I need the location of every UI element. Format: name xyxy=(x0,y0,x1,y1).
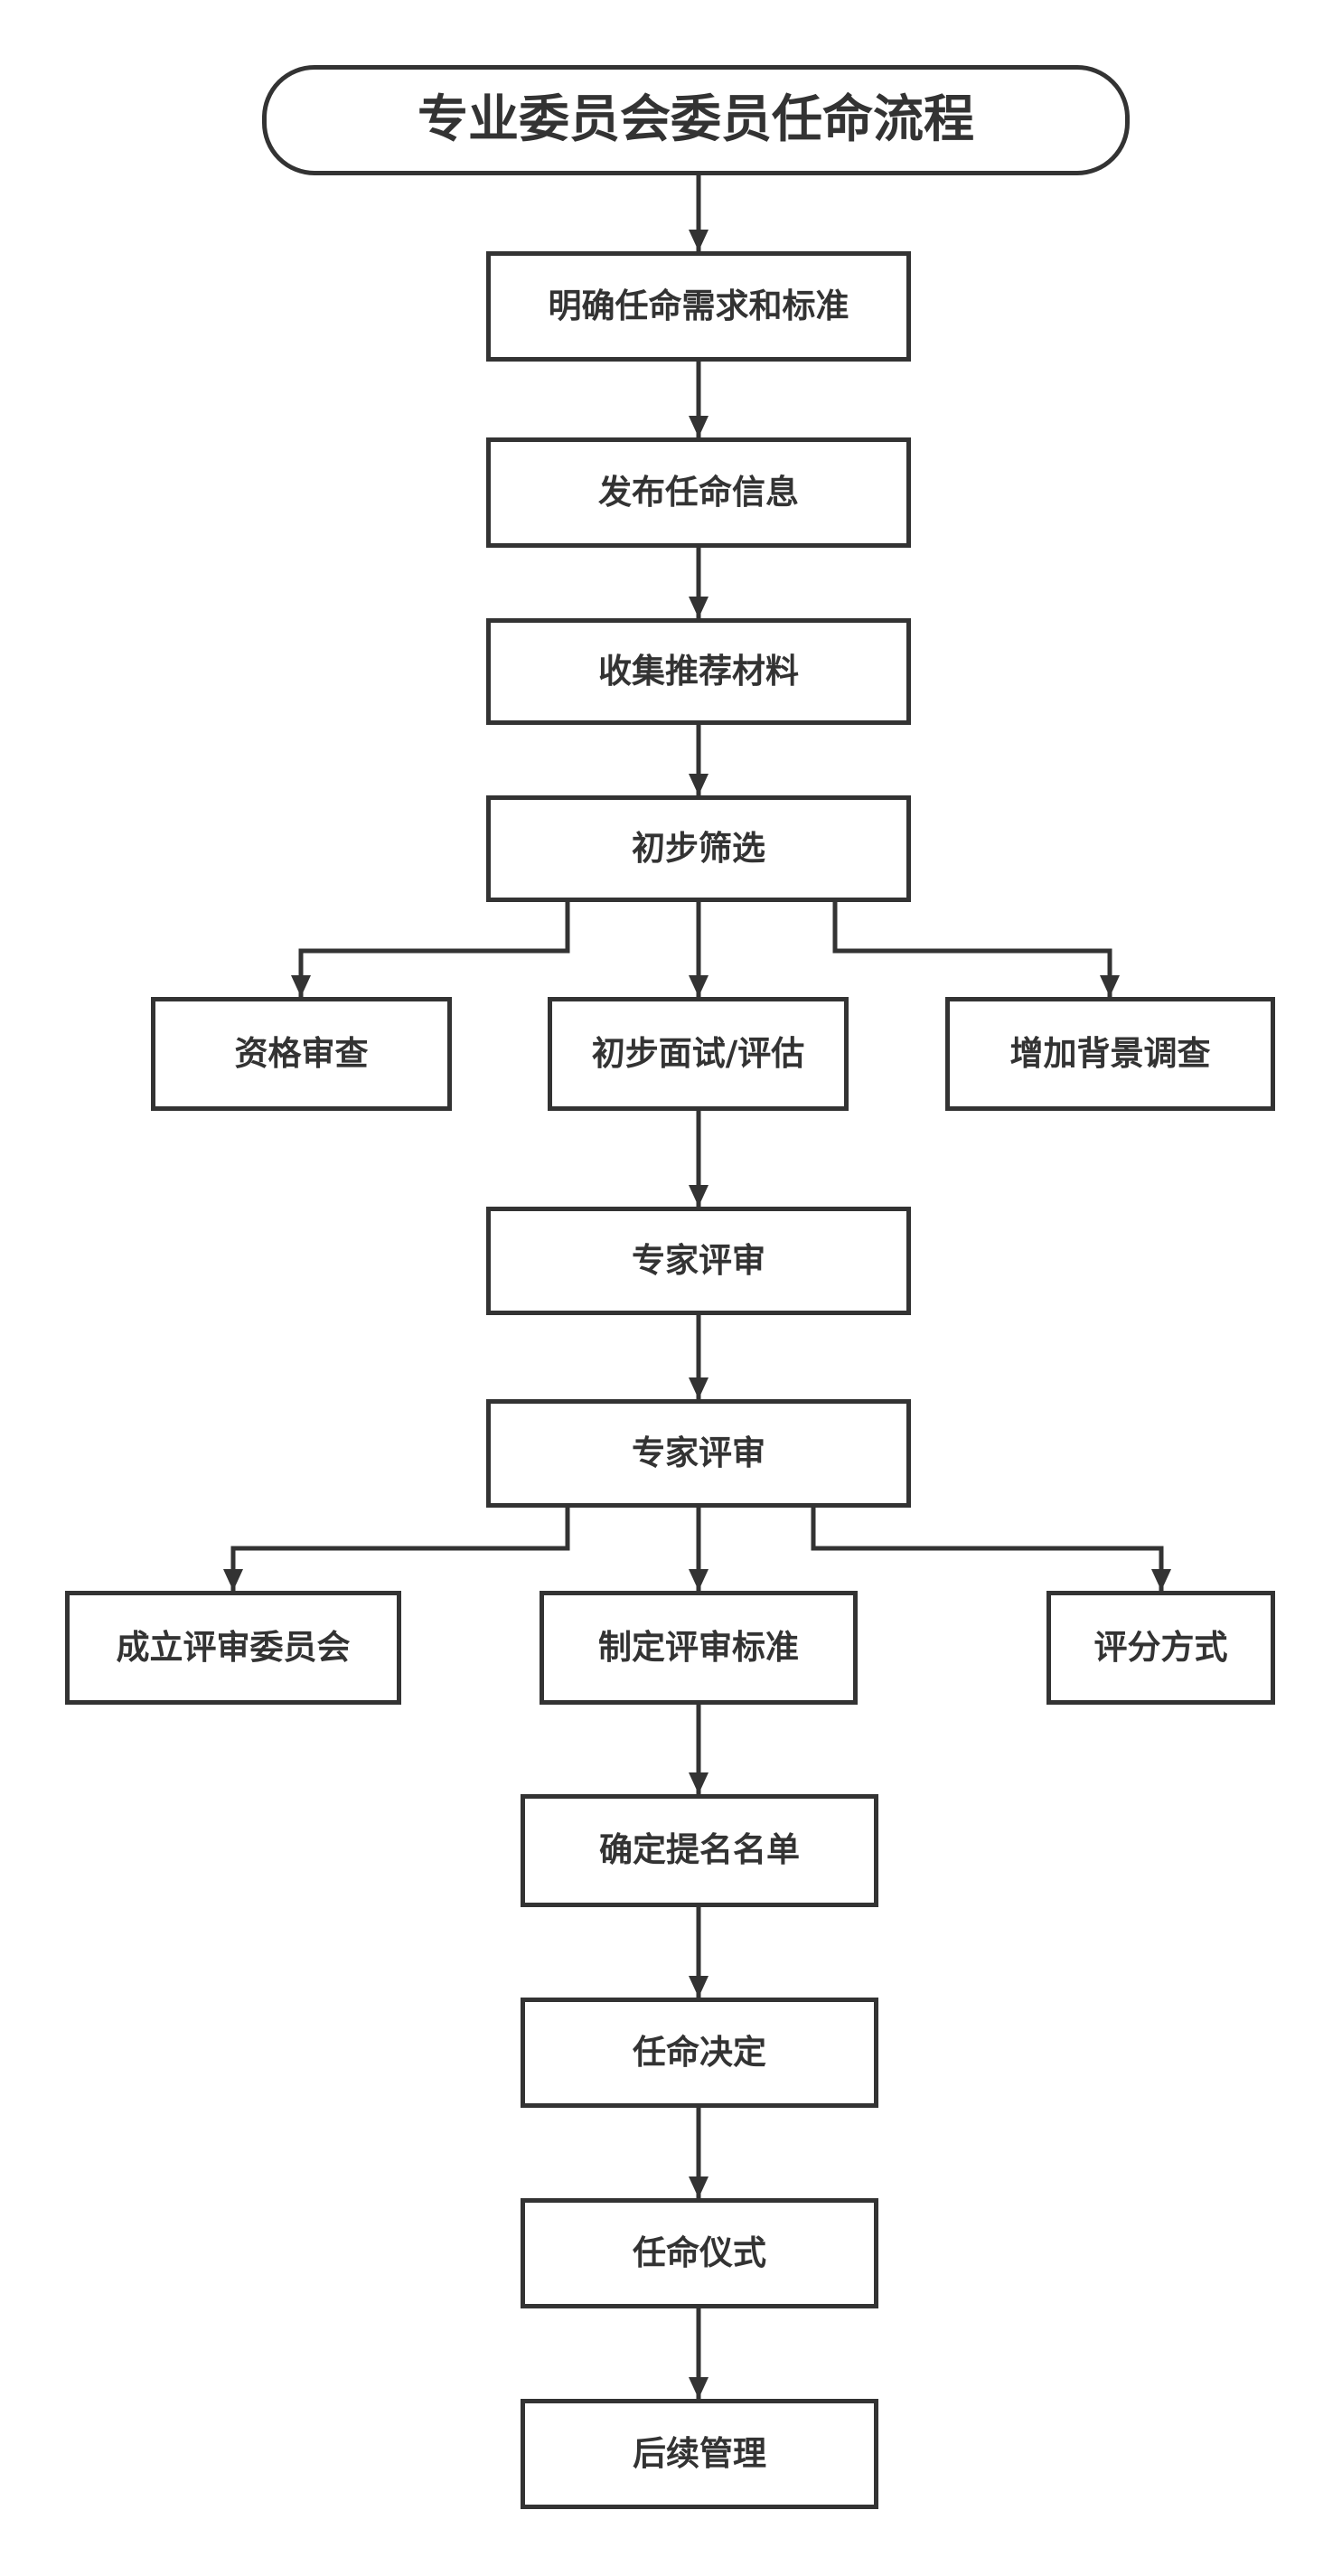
step-publish-info: 发布任命信息 xyxy=(486,437,911,548)
step-collect-materials: 收集推荐材料 xyxy=(486,618,911,725)
connector-arrows xyxy=(223,175,1171,2399)
arrow-s6-to-s6c xyxy=(811,1508,1171,1591)
step-appointment-ceremony: 任命仪式 xyxy=(521,2198,878,2308)
flowchart-title: 专业委员会委员任命流程 xyxy=(262,65,1130,175)
step-set-criteria: 制定评审标准 xyxy=(540,1591,858,1705)
arrow-s4-to-s4a xyxy=(291,902,570,997)
step-confirm-nominees: 确定提名名单 xyxy=(521,1794,878,1907)
step-expert-review-2: 专家评审 xyxy=(486,1399,911,1508)
arrow-s6-to-s6a xyxy=(223,1508,570,1591)
step-initial-interview: 初步面试/评估 xyxy=(548,997,849,1111)
step-define-requirements: 明确任命需求和标准 xyxy=(486,251,911,362)
step-initial-screening: 初步筛选 xyxy=(486,795,911,902)
step-qualification-review: 资格审查 xyxy=(151,997,452,1111)
step-form-committee: 成立评审委员会 xyxy=(65,1591,401,1705)
step-background-check: 增加背景调查 xyxy=(945,997,1275,1111)
arrow-s4-to-s4c xyxy=(832,902,1120,997)
step-scoring-method: 评分方式 xyxy=(1046,1591,1275,1705)
step-expert-review-1: 专家评审 xyxy=(486,1207,911,1315)
step-appointment-decision: 任命决定 xyxy=(521,1998,878,2108)
step-follow-up-management: 后续管理 xyxy=(521,2399,878,2509)
